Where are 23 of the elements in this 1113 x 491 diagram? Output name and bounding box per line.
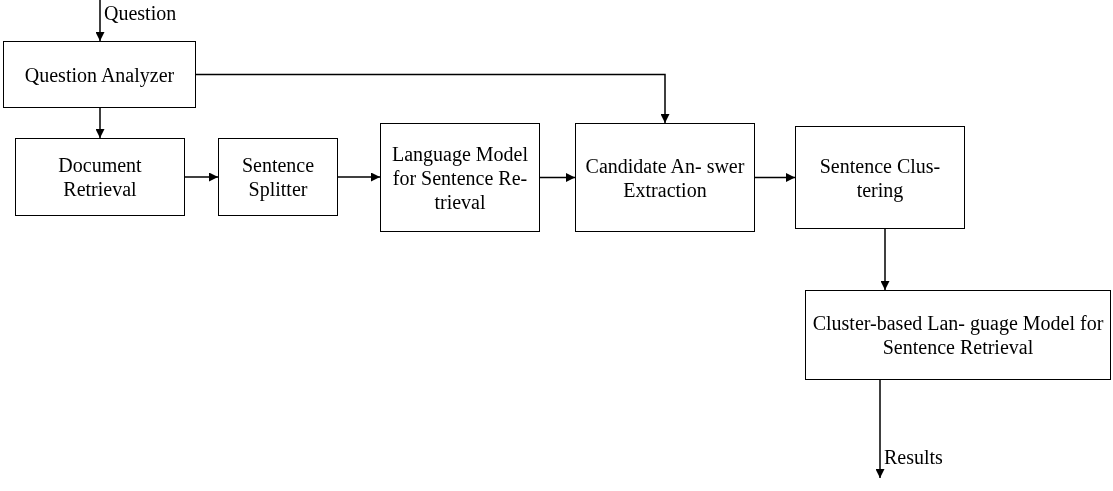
node-label: Question Analyzer bbox=[24, 62, 175, 87]
process-box bbox=[575, 123, 755, 232]
process-box bbox=[3, 41, 196, 108]
node-label: Cluster-based Lan- guage Model for Sentence Retrieval bbox=[811, 311, 1105, 359]
arrow bbox=[539, 173, 576, 182]
arrow bbox=[95, 0, 105, 42]
node-label: Language Model for Sentence Re- trieval bbox=[390, 141, 530, 214]
process-box bbox=[380, 123, 540, 232]
arrow bbox=[337, 172, 381, 182]
arrow bbox=[184, 172, 219, 182]
node-label: Sentence Splitter bbox=[240, 153, 316, 201]
arrow bbox=[875, 379, 885, 479]
process-box bbox=[805, 290, 1111, 380]
arrow bbox=[195, 73, 670, 124]
arrow bbox=[754, 173, 796, 182]
process-box bbox=[795, 126, 965, 229]
arrow bbox=[95, 107, 105, 139]
node-label: Document Retrieval bbox=[57, 153, 143, 201]
arrow bbox=[880, 228, 890, 291]
process-box bbox=[15, 138, 185, 216]
node-label: Sentence Clus- tering bbox=[818, 153, 942, 202]
process-box bbox=[218, 138, 338, 216]
node-label: Candidate An- swer Extraction bbox=[584, 153, 746, 202]
